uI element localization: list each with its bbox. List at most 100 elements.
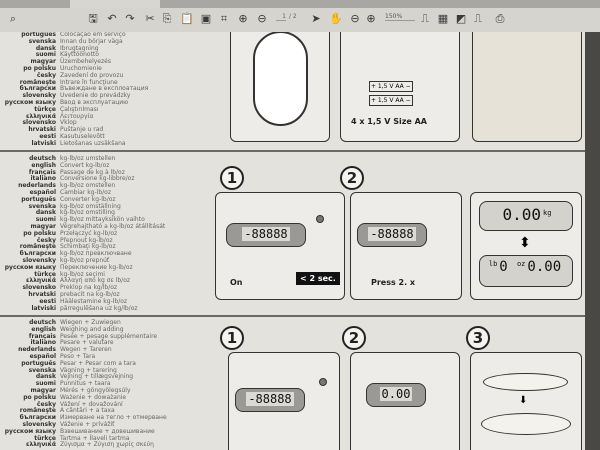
language-name: русском языку: [4, 98, 56, 106]
instruction-text: Vážení + dovažování: [60, 400, 123, 408]
language-name: česky: [36, 236, 56, 244]
instruction-text: Converter kg-lb/oz: [60, 195, 116, 203]
zoom-in-icon[interactable]: ⊕: [366, 12, 376, 25]
tab-bar: [0, 0, 600, 8]
language-name: dansk: [35, 44, 56, 52]
battery-label: 4 x 1,5 V Size AA: [351, 117, 427, 126]
fit-width-icon[interactable]: ▦: [437, 12, 449, 25]
instruction-text: Intrare în funcţiune: [60, 78, 118, 86]
save-icon[interactable]: 🖫: [88, 12, 98, 25]
language-name: português: [21, 359, 56, 367]
language-name: suomi: [35, 216, 56, 224]
fit-icon[interactable]: ◩: [455, 12, 467, 25]
toolbar: 1 / 2 150% ⌕🖫↶↷✂⎘📋▣⌗⊕⊖➤✋⊖⊕⎍▦◩⎍⎙: [0, 8, 600, 32]
language-name: français: [28, 332, 56, 340]
step-2-badge: 2: [342, 326, 366, 350]
language-name: türkçe: [34, 270, 56, 278]
instruction-text: Convert kg-lb/oz: [60, 161, 110, 169]
language-row: po polsku Ważenie + doważanie: [0, 393, 208, 402]
instruction-text: prebacit na kg-lb/oz: [60, 290, 120, 298]
language-name: español: [29, 188, 56, 196]
hand-icon[interactable]: ✋: [329, 12, 343, 25]
language-name: magyar: [30, 58, 56, 66]
layout-icon[interactable]: ⎍: [474, 12, 482, 25]
hold-duration-label: < 2 sec.: [296, 272, 340, 285]
battery-cell: + 1,5 V AA −: [369, 81, 413, 92]
page-number-input[interactable]: 1: [276, 13, 286, 21]
on-label: On: [230, 278, 243, 287]
button: [316, 215, 324, 223]
search-icon[interactable]: ⌕: [9, 12, 17, 25]
language-name: português: [21, 32, 56, 38]
instruction-text: Colocação em serviço: [60, 32, 126, 38]
select-icon[interactable]: ➤: [311, 12, 321, 25]
instruction-text: Váženie + prívážiť: [60, 420, 115, 428]
fit-page-icon[interactable]: ⎍: [421, 12, 429, 25]
step-1-panel: -88888: [228, 352, 340, 450]
language-name: dansk: [35, 373, 56, 381]
instruction-text: Käyttöönotto: [60, 51, 99, 59]
print-icon[interactable]: ⎙: [495, 12, 505, 25]
find-icon[interactable]: ⌗: [220, 12, 228, 25]
copy-icon[interactable]: ⎘: [162, 12, 172, 25]
instruction-text: Uruchomienie: [60, 64, 102, 72]
undo-icon[interactable]: ↶: [107, 12, 117, 25]
scale-on-floor-illustration: [472, 32, 582, 142]
instruction-text: Passage de kg à lb/oz: [60, 168, 125, 176]
step-1-badge: 1: [220, 166, 244, 190]
page-down-icon[interactable]: ⊖: [257, 12, 267, 25]
language-name: türkçe: [34, 434, 56, 442]
zoom-out-icon[interactable]: ⊖: [350, 12, 360, 25]
page-up-icon[interactable]: ⊕: [238, 12, 248, 25]
instruction-text: Взвешивание + довешивание: [60, 427, 155, 435]
language-name: româneşte: [19, 243, 56, 251]
snapshot-icon[interactable]: ▣: [200, 12, 212, 25]
language-row: româneşte Schimbaţi kg-lb/oz: [0, 244, 208, 251]
document-tab[interactable]: [70, 0, 160, 8]
language-name: svenska: [28, 366, 56, 374]
language-name: po polsku: [23, 393, 56, 401]
paste-icon[interactable]: 📋: [180, 12, 194, 25]
zoom-select[interactable]: 150%: [385, 13, 415, 21]
instruction-text: Pesée + pesage supplémentaire: [60, 332, 158, 340]
instruction-text: Λειτουργία: [60, 112, 94, 120]
divider: [0, 315, 585, 317]
language-name: русском языку: [4, 263, 56, 271]
instruction-text: Conversione kg-libbre/oz: [60, 175, 135, 183]
instruction-text: Ważenie + doważanie: [60, 393, 127, 401]
language-name: česky: [36, 400, 56, 408]
language-name: italiano: [30, 175, 56, 183]
scrollbar[interactable]: [585, 32, 600, 450]
instruction-text: kg-lb/oz omställning: [60, 202, 121, 210]
cut-icon[interactable]: ✂: [145, 12, 155, 25]
button: [319, 378, 327, 386]
instruction-text: Pesare + valutare: [60, 339, 114, 347]
instruction-text: Schimbaţi kg-lb/oz: [60, 243, 116, 251]
step-3-panel: ⬇: [470, 352, 582, 450]
language-name: hrvatski: [28, 126, 56, 134]
instruction-text: Çalıştırılması: [60, 105, 99, 113]
instruction-text: Preklop na kg/lb/oz: [60, 284, 118, 292]
redo-icon[interactable]: ↷: [125, 12, 135, 25]
